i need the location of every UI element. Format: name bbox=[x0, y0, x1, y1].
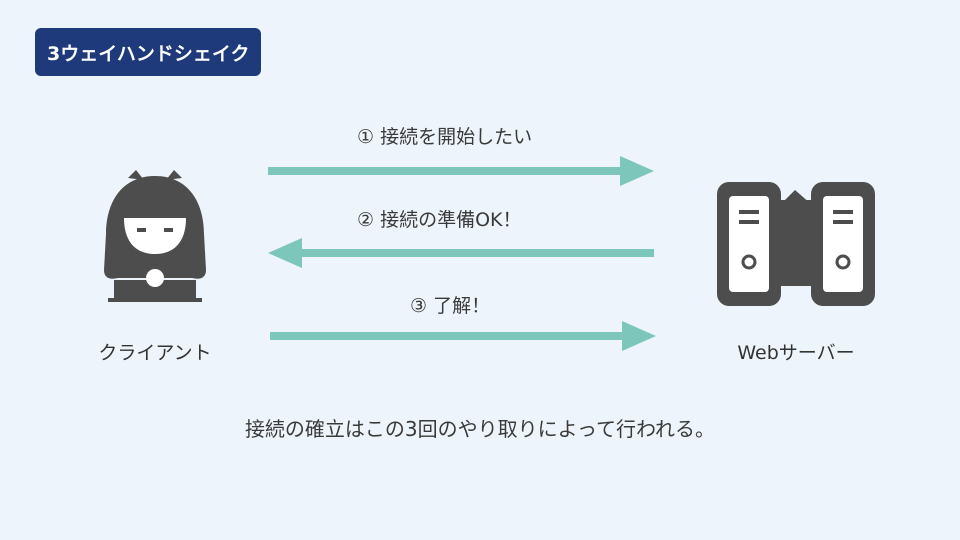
user-laptop-icon bbox=[104, 170, 206, 302]
client-label: クライアント bbox=[98, 342, 212, 364]
server-icon bbox=[717, 182, 875, 306]
arrow-ack-right bbox=[270, 321, 656, 351]
arrow-request-right bbox=[268, 156, 654, 186]
caption: 接続の確立はこの3回のやり取りによって行われる。 bbox=[244, 417, 716, 441]
step-2-label: ② 接続の準備OK！ bbox=[357, 209, 522, 231]
step-1-label: ① 接続を開始したい bbox=[357, 126, 533, 148]
page-title: 3ウェイハンドシェイク bbox=[35, 28, 262, 76]
arrow-response-left bbox=[268, 238, 654, 268]
step-3-label: ③ 了解！ bbox=[410, 295, 491, 317]
server-label: Webサーバー bbox=[737, 342, 855, 364]
